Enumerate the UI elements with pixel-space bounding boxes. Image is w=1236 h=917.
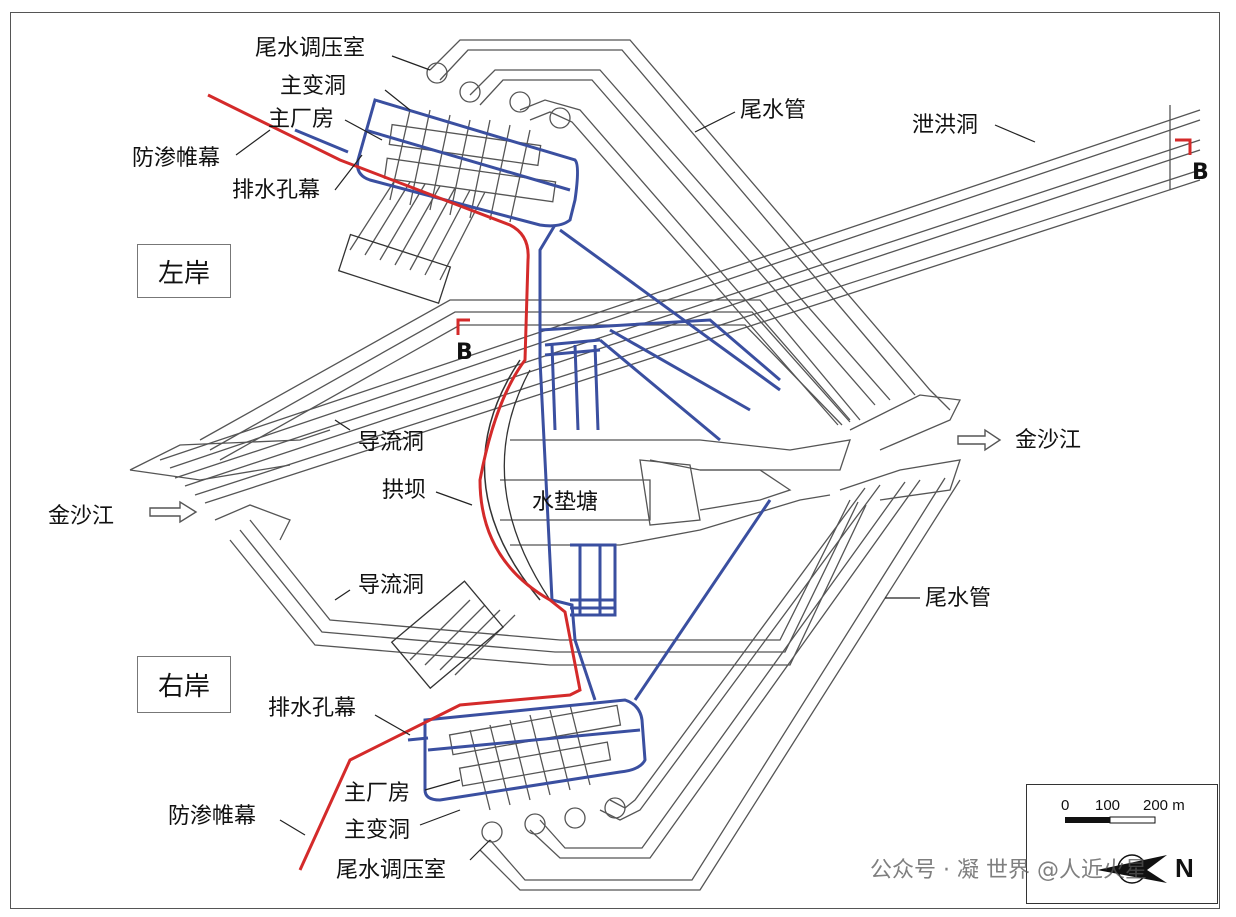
grout-curtain-lines xyxy=(207,93,1192,871)
label-plunge-pool: 水垫塘 xyxy=(532,490,599,515)
label-tailrace-tunnel-top: 尾水管 xyxy=(740,98,807,123)
scale-zero: 0 xyxy=(1061,797,1070,814)
label-right-bank: 右岸 xyxy=(137,656,231,713)
label-river-out: 金沙江 xyxy=(1015,428,1082,453)
tailrace-bottom xyxy=(479,477,961,891)
label-transformer-left: 主变洞 xyxy=(280,74,347,99)
label-powerhouse-left: 主厂房 xyxy=(268,107,335,132)
label-grout-curtain-right: 防渗帷幕 xyxy=(168,804,257,829)
label-grout-curtain-left: 防渗帷幕 xyxy=(132,146,221,171)
diagram-frame xyxy=(10,12,1220,909)
label-spillway-tunnel: 泄洪洞 xyxy=(912,113,979,138)
leader-lines xyxy=(235,55,1036,861)
label-section-b-top: B xyxy=(1192,160,1209,185)
penstocks-left xyxy=(337,179,486,304)
plunge-pool-outline xyxy=(510,439,851,471)
north-arrow-icon xyxy=(1097,854,1167,884)
label-powerhouse-right: 主厂房 xyxy=(344,781,411,806)
scale-legend: 0 100 200 m N xyxy=(1026,784,1218,904)
flow-arrows xyxy=(149,428,1002,524)
label-arch-dam: 拱坝 xyxy=(382,478,427,503)
scale-graphics xyxy=(1065,816,1167,884)
label-left-bank: 左岸 xyxy=(137,244,231,298)
tailrace-top xyxy=(429,39,951,426)
label-tailrace-surge-right: 尾水调压室 xyxy=(336,858,447,883)
diversion-tunnels xyxy=(199,299,867,666)
label-river-in: 金沙江 xyxy=(48,504,115,529)
label-drain-curtain-right: 排水孔幕 xyxy=(268,696,357,721)
label-tailrace-tunnel-bottom: 尾水管 xyxy=(925,586,992,611)
label-section-b-mid: B xyxy=(456,340,473,365)
label-tailrace-surge-left: 尾水调压室 xyxy=(255,36,366,61)
spillway-tunnels xyxy=(159,105,1201,504)
scale-max: 200 m xyxy=(1143,797,1185,814)
watermark: 公众号 · 凝 世界 @人近火星 xyxy=(870,858,1147,883)
label-drain-curtain-left: 排水孔幕 xyxy=(232,178,321,203)
label-transformer-right: 主变洞 xyxy=(344,818,411,843)
surge-chambers xyxy=(426,62,626,843)
penstocks-right xyxy=(390,580,516,690)
scale-mid: 100 xyxy=(1095,797,1121,814)
river-bank xyxy=(129,429,331,471)
north-label: N xyxy=(1175,853,1194,883)
label-diversion-bottom: 导流洞 xyxy=(358,573,425,598)
arch-dam-outline xyxy=(483,359,541,601)
label-diversion-top: 导流洞 xyxy=(358,430,425,455)
